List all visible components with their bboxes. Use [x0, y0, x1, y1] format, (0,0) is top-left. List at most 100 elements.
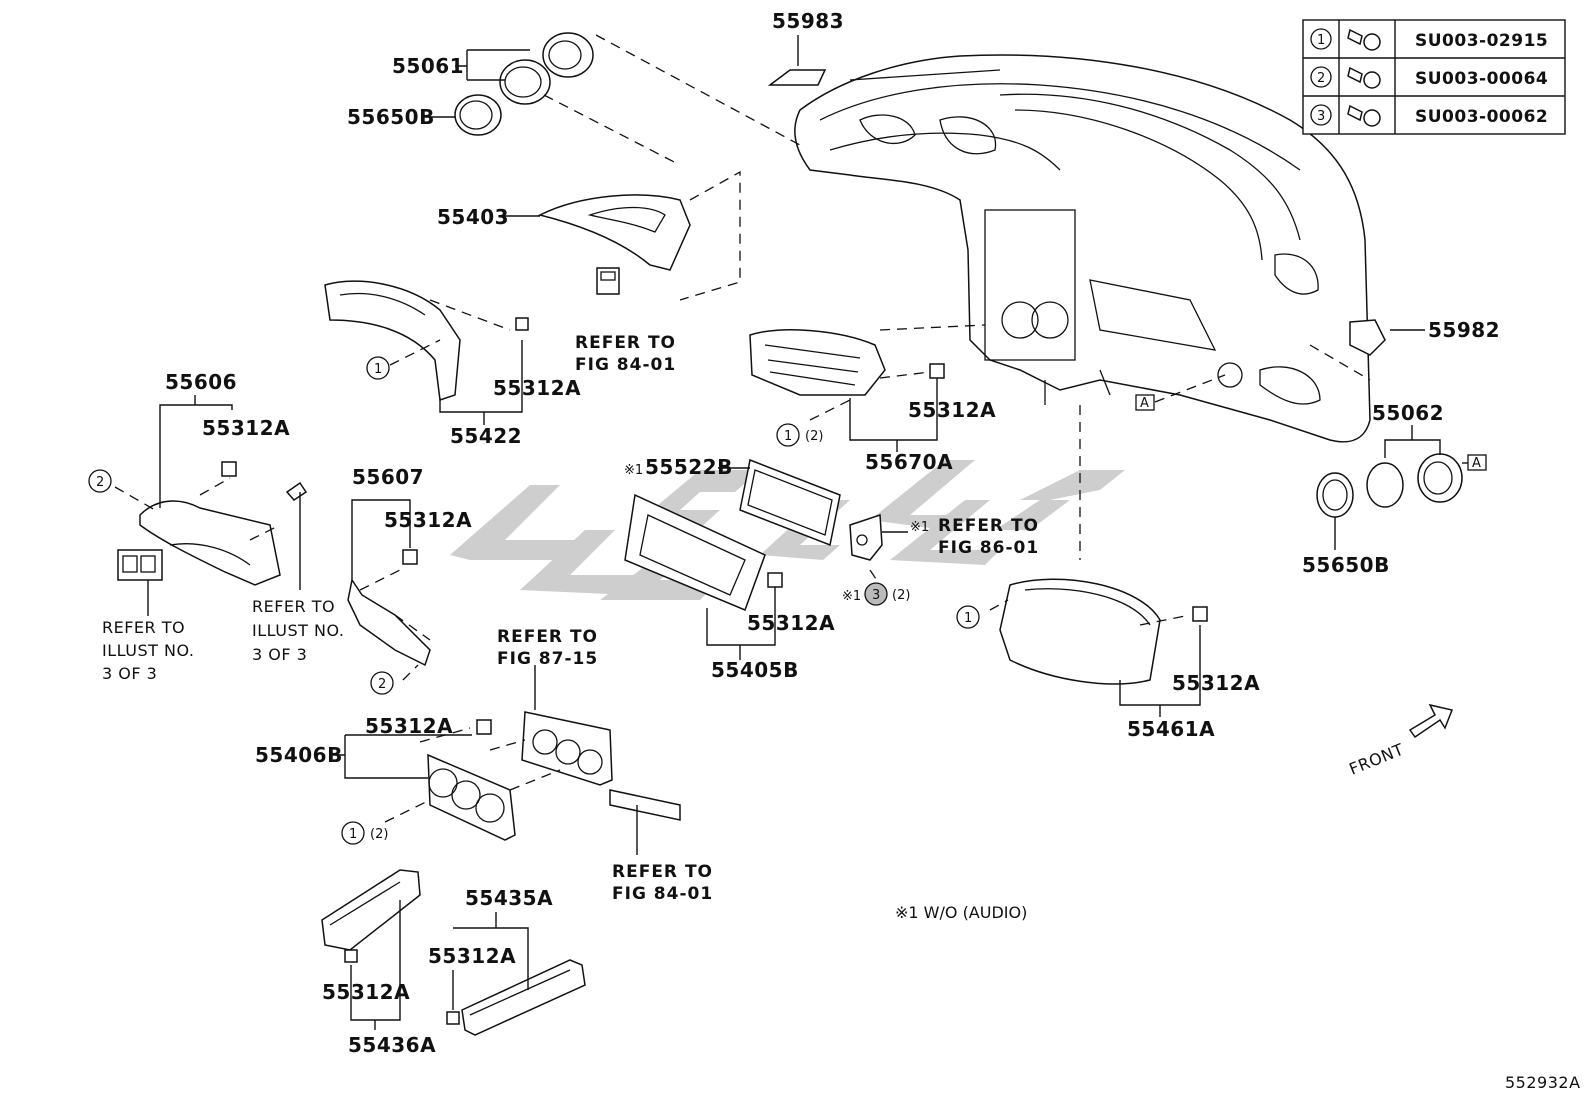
callout-qty: (2) — [892, 588, 910, 603]
screw-icon — [1347, 104, 1381, 127]
part-55983 — [767, 35, 827, 86]
label-55670A: 55670A — [865, 450, 953, 474]
fastener-ref: 1 — [1317, 33, 1325, 48]
label-55650B: 55650B — [347, 105, 435, 129]
callout-1 — [776, 423, 800, 447]
ref-fig-86-01-line1: REFER TO — [938, 516, 1039, 536]
part-55670A — [749, 329, 945, 452]
ref-illust-line3: 3 OF 3 — [252, 645, 307, 664]
mark-note: ※1 — [624, 463, 643, 478]
fastener-table — [1302, 19, 1566, 135]
ref-illust-line2: ILLUST NO. — [252, 621, 344, 640]
callout-circles — [88, 356, 1487, 845]
label-55607: 55607 — [352, 465, 424, 489]
ref-fig-84-01-line1: REFER TO — [575, 333, 676, 353]
heater-control-unit — [521, 665, 613, 786]
part-55406B — [332, 719, 516, 841]
screw-2 — [285, 481, 308, 590]
mark-note: ※1 — [842, 589, 861, 604]
label-55983: 55983 — [772, 9, 844, 33]
part-55522B — [718, 458, 841, 547]
callout-3-text: 3 — [872, 588, 880, 603]
fastener-ref: 2 — [1317, 71, 1325, 86]
callout-2-text: 2 — [378, 677, 386, 692]
diagram-id: 552932A — [1505, 1073, 1581, 1092]
callout-2 — [88, 469, 112, 493]
label-55312A: 55312A — [428, 944, 516, 968]
fastener-part-number: SU003-02915 — [1415, 31, 1548, 51]
callout-2 — [370, 671, 394, 695]
label-55606: 55606 — [165, 370, 237, 394]
label-55312A: 55312A — [365, 714, 453, 738]
front-arrow — [1408, 703, 1454, 739]
ref-fig-86-01-line2: FIG 86-01 — [938, 538, 1039, 558]
screw-icon — [1347, 66, 1381, 89]
label-55461A: 55461A — [1127, 717, 1215, 741]
callout-qty: (2) — [370, 827, 388, 842]
callout-1-text: 1 — [784, 429, 792, 444]
instrument-panel — [794, 54, 1371, 443]
fastener-ref: 3 — [1317, 109, 1325, 124]
callout-1 — [366, 356, 390, 380]
callout-1 — [956, 605, 980, 629]
mark-a — [1135, 394, 1155, 411]
ref-illust-line1: REFER TO — [252, 597, 335, 616]
label-55062: 55062 — [1372, 401, 1444, 425]
part-55982 — [1349, 319, 1425, 356]
callout-1 — [341, 821, 365, 845]
label-55650B: 55650B — [1302, 553, 1390, 577]
ref-fig-87-15-line1: REFER TO — [497, 627, 598, 647]
switch-84-01 — [609, 789, 681, 855]
part-55403 — [502, 194, 691, 295]
part-55436A — [321, 869, 421, 1030]
part-55435A — [446, 912, 586, 1036]
label-55312A: 55312A — [493, 376, 581, 400]
vent-55062 — [1316, 425, 1475, 550]
ref-illust-line2: ILLUST NO. — [102, 641, 194, 660]
callout-1-text: 1 — [349, 827, 357, 842]
mark-a-text: A — [1472, 456, 1481, 471]
label-55403: 55403 — [437, 205, 509, 229]
callout-qty: (2) — [805, 429, 823, 444]
ref-fig-87-15-line2: FIG 87-15 — [497, 649, 598, 669]
part-55405B — [624, 493, 783, 660]
label-55436A: 55436A — [348, 1033, 436, 1057]
label-55422: 55422 — [450, 424, 522, 448]
label-55982: 55982 — [1428, 318, 1500, 342]
label-55061: 55061 — [392, 54, 464, 78]
part-55606 — [117, 395, 281, 616]
ref-fig-84-01-line2: FIG 84-01 — [612, 884, 713, 904]
mark-a-text: A — [1140, 396, 1149, 411]
label-55435A: 55435A — [465, 886, 553, 910]
ref-fig-84-01-line1: REFER TO — [612, 862, 713, 882]
ref-illust-line1: REFER TO — [102, 618, 185, 637]
bracket-86-01 — [849, 513, 908, 561]
label-55312A: 55312A — [322, 980, 410, 1004]
callout-1-text: 1 — [374, 362, 382, 377]
callout-2-text: 2 — [96, 475, 104, 490]
label-55312A: 55312A — [384, 508, 472, 532]
callout-1-text: 1 — [964, 611, 972, 626]
ref-illust-line3: 3 OF 3 — [102, 664, 157, 683]
mark-note: ※1 — [910, 520, 929, 535]
footnote: ※1 W/O (AUDIO) — [895, 903, 1027, 922]
label-55312A: 55312A — [202, 416, 290, 440]
label-55312A: 55312A — [1172, 671, 1260, 695]
vent-55061 — [422, 32, 594, 136]
part-55607 — [347, 499, 431, 667]
mark-a — [1467, 454, 1487, 471]
label-55406B: 55406B — [255, 743, 343, 767]
screw-icon — [1347, 28, 1381, 51]
ref-fig-84-01-line2: FIG 84-01 — [575, 355, 676, 375]
label-55405B: 55405B — [711, 658, 799, 682]
label-55312A: 55312A — [908, 398, 996, 422]
fastener-part-number: SU003-00062 — [1415, 107, 1548, 127]
callout-3 — [864, 582, 888, 606]
part-55422 — [324, 280, 529, 425]
part-55461A — [999, 578, 1208, 717]
label-55522B: 55522B — [645, 455, 733, 479]
label-55312A: 55312A — [747, 611, 835, 635]
front-label: FRONT — [1346, 740, 1406, 779]
